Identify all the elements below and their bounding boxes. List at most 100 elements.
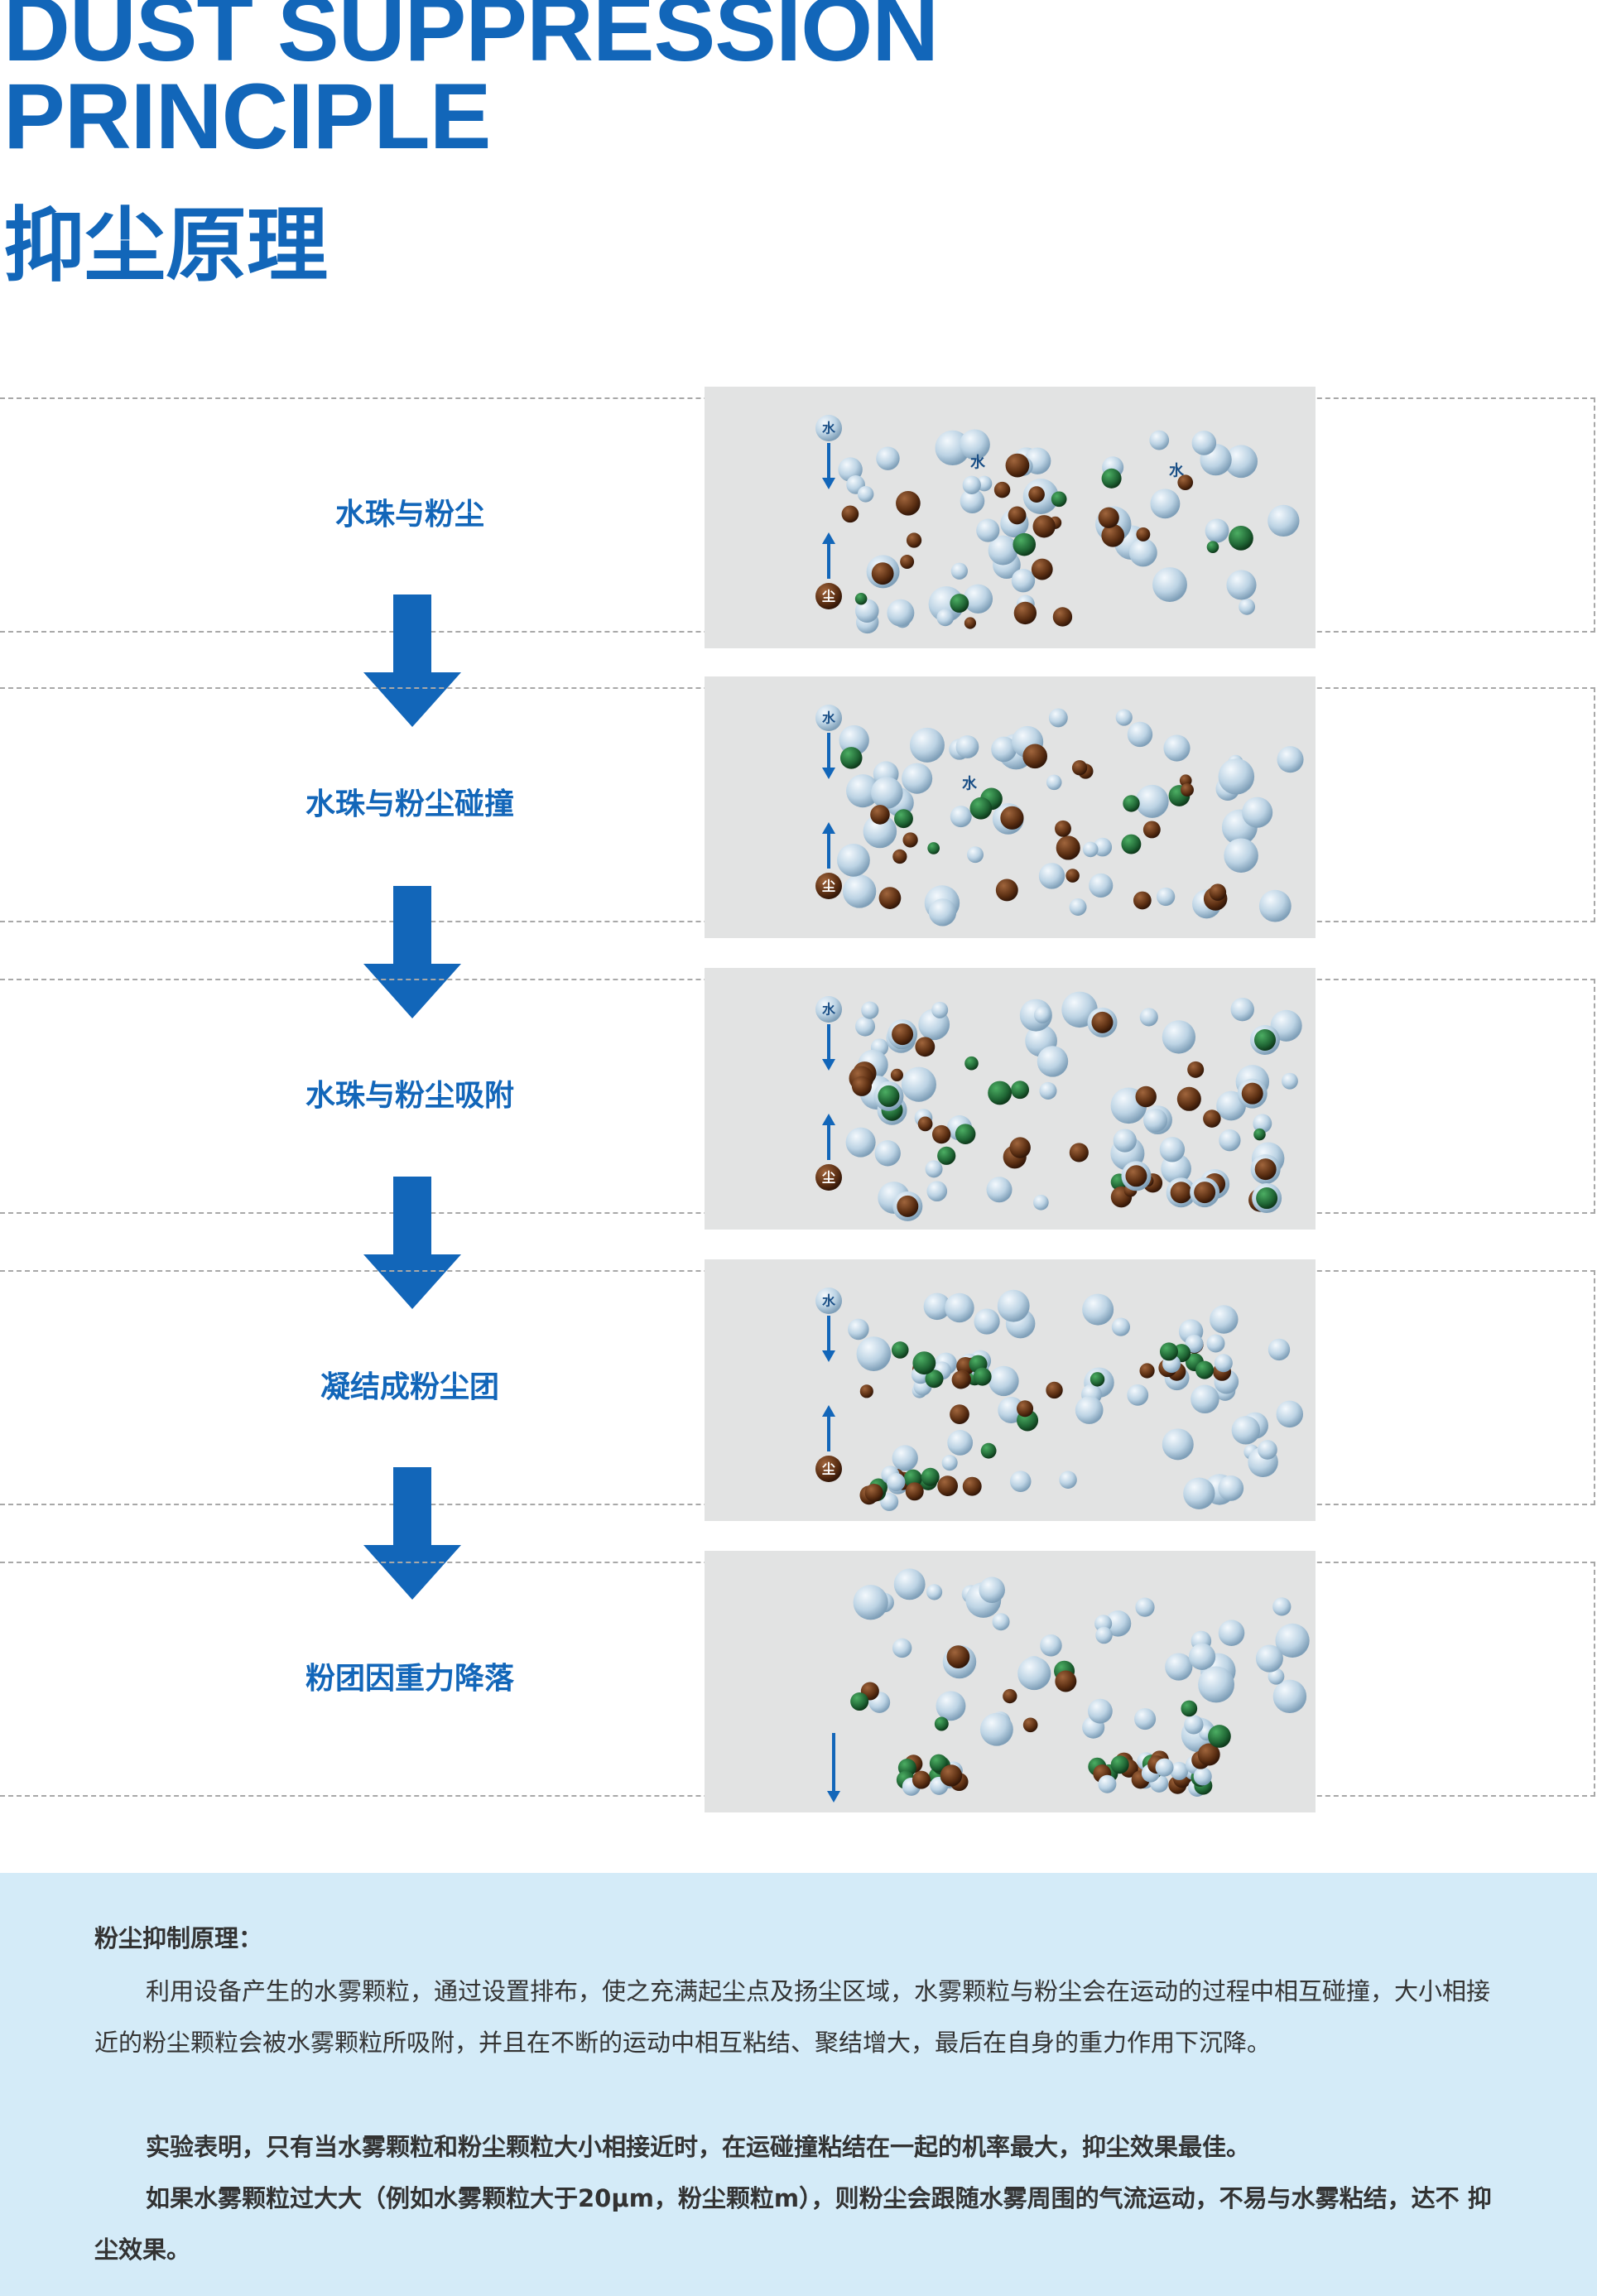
- dust-particle-icon: [878, 887, 902, 909]
- water-droplet-icon: [1075, 1396, 1104, 1424]
- water-droplet-icon: [1188, 1643, 1216, 1671]
- water-droplet-icon: [1162, 1020, 1196, 1054]
- dust-particle-icon: [1139, 1363, 1155, 1379]
- water-droplet-icon: [815, 996, 842, 1023]
- particle-label: 水: [1169, 462, 1185, 480]
- dust-particle-icon: [892, 849, 907, 864]
- dust-particle-icon: [964, 617, 976, 629]
- dust-particle-icon: [891, 1341, 909, 1359]
- water-droplet-icon: [1156, 887, 1176, 907]
- dust-cluster-icon: [1170, 1761, 1189, 1780]
- dust-particle-icon: [955, 1124, 976, 1144]
- dust-particle-icon: [1203, 1109, 1221, 1128]
- particle-label: 水: [822, 1002, 836, 1018]
- dust-particle-icon: [915, 1037, 936, 1057]
- dust-cluster-icon: [864, 1483, 883, 1502]
- water-droplet-icon: [1239, 598, 1256, 615]
- particle-label: 尘: [822, 878, 835, 894]
- water-droplet-icon: [1219, 1129, 1241, 1152]
- particle-label: 水: [822, 1293, 836, 1309]
- dust-cluster-icon: [951, 1370, 970, 1389]
- dust-particle-icon: [946, 1645, 970, 1669]
- dust-particle-icon: [1011, 1081, 1029, 1100]
- dust-particle-icon: [1181, 783, 1194, 797]
- water-droplet-icon: [1038, 863, 1065, 889]
- dust-particle-icon: [1253, 1029, 1276, 1051]
- water-droplet-icon: [936, 609, 955, 627]
- water-droplet-icon: [1191, 431, 1217, 455]
- water-droplet-icon: [848, 1318, 869, 1341]
- arrow-head-icon: [822, 1114, 835, 1125]
- arrow-down-icon: [363, 594, 461, 727]
- water-droplet-icon: [1231, 1416, 1261, 1445]
- water-droplet-icon: [1069, 898, 1087, 916]
- water-droplet-icon: [947, 1430, 974, 1456]
- dust-particle-icon: [815, 1456, 842, 1482]
- dust-particle-icon: [1253, 1128, 1266, 1141]
- dust-particle-icon: [1135, 1085, 1157, 1108]
- dust-particle-icon: [1209, 883, 1227, 901]
- water-droplet-icon: [863, 814, 897, 849]
- water-droplet-icon: [1226, 570, 1257, 600]
- water-droplet-icon: [979, 1712, 1013, 1746]
- water-droplet-icon: [1253, 1114, 1272, 1134]
- dust-particle-icon: [1031, 558, 1053, 580]
- dust-particle-icon: [1051, 491, 1067, 508]
- note-paragraph-1: 利用设备产生的水雾颗粒，通过设置排布，使之充满起尘点及扬尘区域，水雾颗粒与粉尘会…: [94, 1977, 1491, 2057]
- water-droplet-icon: [950, 806, 972, 828]
- dust-particle-icon: [897, 1195, 919, 1217]
- dust-particle-icon: [896, 490, 921, 516]
- water-droplet-icon: [842, 874, 877, 908]
- water-droplet-icon: [1267, 504, 1300, 537]
- water-droplet-icon: [1258, 1440, 1277, 1460]
- water-droplet-icon: [923, 1292, 951, 1321]
- water-droplet-icon: [986, 1177, 1013, 1203]
- dust-particle-icon: [1208, 1725, 1231, 1748]
- arrow-down-icon: [363, 886, 461, 1018]
- water-droplet-icon: [1224, 445, 1258, 479]
- water-droplet-icon: [1205, 518, 1229, 543]
- stage-adsorption: 水珠与粉尘吸附 水尘: [0, 968, 1597, 1230]
- water-droplet-icon: [1104, 1610, 1132, 1637]
- dust-particle-icon: [1256, 1187, 1278, 1210]
- water-droplet-icon: [988, 535, 1018, 566]
- water-droplet-icon: [925, 1160, 943, 1178]
- water-droplet-icon: [1135, 1597, 1155, 1617]
- dust-cluster-icon: [1206, 1334, 1225, 1353]
- dust-particle-icon: [1206, 541, 1219, 553]
- dust-particle-icon: [892, 1023, 914, 1046]
- water-droplet-icon: [1009, 1470, 1032, 1492]
- water-droplet-icon: [892, 1638, 912, 1658]
- dust-particle-icon: [950, 594, 969, 613]
- water-droplet-icon: [1089, 873, 1114, 898]
- principle-note: 粉尘抑制原理： 利用设备产生的水雾颗粒，通过设置排布，使之充满起尘点及扬尘区域，…: [0, 1873, 1597, 2296]
- water-droplet-icon: [945, 1292, 974, 1323]
- dust-particle-icon: [1032, 515, 1056, 538]
- dust-particle-icon: [950, 1404, 969, 1424]
- page-title-en: DUST SUPPRESSION PRINCIPLE: [3, 0, 939, 168]
- water-droplet-icon: [1218, 1620, 1245, 1646]
- stage-illustration-panel: 水尘: [705, 968, 1316, 1230]
- dust-particle-icon: [906, 532, 922, 548]
- stage-illustration-panel: 水尘水: [705, 676, 1316, 938]
- water-droplet-icon: [1165, 1653, 1193, 1681]
- water-droplet-icon: [1082, 841, 1099, 858]
- stage-water-and-dust: 水珠与粉尘 水尘水水: [0, 387, 1597, 648]
- water-droplet-icon: [979, 1576, 1005, 1604]
- dust-particle-icon: [1123, 795, 1140, 812]
- water-droplet-icon: [1040, 1634, 1062, 1657]
- dust-particle-icon: [1046, 1381, 1063, 1399]
- dust-particle-icon: [937, 1475, 959, 1496]
- dust-particle-icon: [890, 1068, 903, 1081]
- arrow-head-icon: [822, 768, 835, 779]
- water-droplet-icon: [1230, 997, 1254, 1022]
- dust-particle-icon: [1197, 1743, 1220, 1766]
- water-droplet-icon: [876, 446, 900, 470]
- water-droplet-icon: [815, 705, 842, 731]
- dust-particle-icon: [934, 1716, 949, 1731]
- water-droplet-icon: [1163, 734, 1191, 762]
- water-droplet-icon: [1275, 1623, 1310, 1658]
- arrow-head-icon: [822, 478, 835, 489]
- water-droplet-icon: [901, 1066, 936, 1102]
- water-droplet-icon: [1277, 746, 1304, 773]
